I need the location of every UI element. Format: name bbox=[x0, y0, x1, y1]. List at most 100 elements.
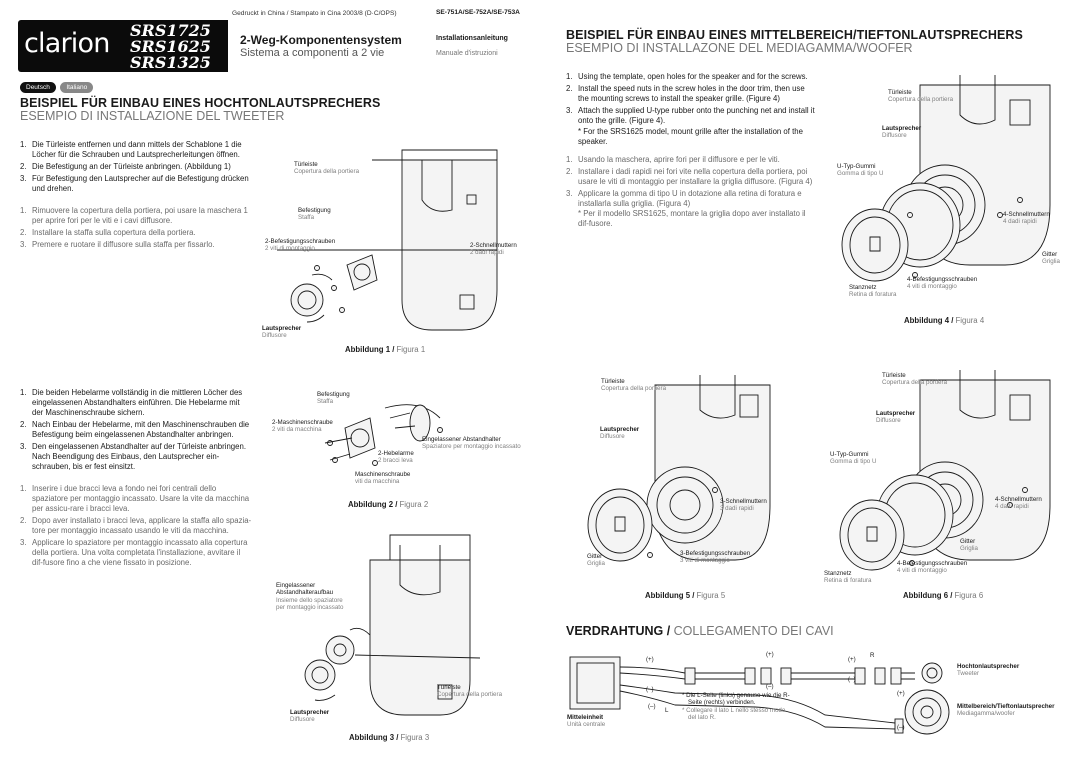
step: 1.Rimuovere la copertura della portiera,… bbox=[20, 206, 248, 225]
lang-tag-de: Deutsch bbox=[20, 82, 56, 93]
figure-6-caption: Abbildung 6 / Figura 6 bbox=[903, 591, 984, 600]
figure-3-drawing bbox=[304, 534, 481, 716]
woofer-steps-it: 1.Usando la maschera, aprire fori per il… bbox=[566, 155, 816, 211]
tweeter-title-de: BEISPIEL FÜR EINBAU EINES HOCHTONLAUTSPR… bbox=[20, 96, 381, 110]
tweeter-steps-it-2: 1.Inserire i due bracci leva a fondo nei… bbox=[20, 484, 252, 570]
model-codes: SE-751A/SE-752A/SE-753A bbox=[436, 9, 520, 16]
step: 2.Nach Einbau der Hebelarme, mit den Mas… bbox=[20, 420, 250, 439]
figure-4-caption: Abbildung 4 / Figura 4 bbox=[904, 316, 985, 325]
step: 3.Für Befestigung den Lautsprecher auf d… bbox=[20, 174, 249, 193]
print-info: Gedruckt in China / Stampato in Cina 200… bbox=[232, 10, 397, 17]
wire-plus-4: (+) bbox=[897, 690, 905, 697]
wiring-title: VERDRAHTUNG / COLLEGAMENTO DEI CAVI bbox=[566, 624, 834, 638]
step: 1.Inserire i due bracci leva a fondo nei… bbox=[20, 484, 250, 513]
step: 2.Dopo aver installato i bracci leva, ap… bbox=[20, 516, 252, 535]
step: 3.Applicare la gomma di tipo U in dotazi… bbox=[566, 189, 802, 208]
model-name-2: SRS1625 bbox=[130, 37, 211, 56]
wiring-note: * Die L-Seite (links) genauso wie die R-… bbox=[682, 692, 790, 722]
figure-1-drawing bbox=[277, 149, 498, 331]
step: 2.Die Befestigung an der Türleiste anbri… bbox=[20, 162, 231, 171]
wire-plus-3: (+) bbox=[848, 656, 856, 663]
woofer-title-it: ESEMPIO DI INSTALLAZONE DEL MEDIAGAMMA/W… bbox=[566, 41, 913, 55]
step: 2.Installare i dadi rapidi nei fori vite… bbox=[566, 167, 813, 186]
step: 3.Attach the supplied U-type rubber onto… bbox=[566, 106, 815, 125]
step: 1.Usando la maschera, aprire fori per il… bbox=[566, 155, 780, 164]
wire-minus-4: (–) bbox=[897, 724, 905, 731]
figure-6-drawing bbox=[839, 370, 1051, 571]
language-tags: Deutsch Italiano bbox=[20, 76, 94, 94]
step: 1.Die beiden Hebelarme vollständig in di… bbox=[20, 388, 243, 417]
tweeter-steps-it: 1.Rimuovere la copertura della portiera,… bbox=[20, 206, 252, 252]
wire-minus-3: (–) bbox=[848, 676, 856, 683]
woofer-note-en: * For the SRS1625 model, mount grille af… bbox=[578, 127, 803, 146]
brand-logo: clarion bbox=[24, 28, 110, 59]
figure-5-drawing bbox=[587, 375, 771, 562]
wire-plus-2: (+) bbox=[766, 651, 774, 658]
woofer-steps-en: 1.Using the template, open holes for the… bbox=[566, 72, 816, 128]
figure-4-drawing bbox=[841, 75, 1051, 282]
wire-minus-2: (–) bbox=[766, 683, 774, 690]
brand-logo-box: clarion bbox=[18, 20, 128, 72]
figure-2-drawing bbox=[324, 404, 443, 466]
step: 1.Using the template, open holes for the… bbox=[566, 72, 808, 81]
manual-de: Installationsanleitung bbox=[436, 35, 508, 42]
wire-minus-1: (–) bbox=[646, 686, 654, 693]
figure-1-caption: Abbildung 1 / Figura 1 bbox=[345, 345, 426, 354]
wire-l: L bbox=[665, 707, 669, 714]
system-title-it: Sistema a componenti a 2 vie bbox=[240, 47, 385, 59]
woofer-title-de: BEISPIEL FÜR EINBAU EINES MITTELBEREICH/… bbox=[566, 28, 1023, 42]
tweeter-title-it: ESEMPIO DI INSTALLAZIONE DEL TWEETER bbox=[20, 109, 285, 123]
figure-5-caption: Abbildung 5 / Figura 5 bbox=[645, 591, 726, 600]
wire-minus-5: (–) bbox=[648, 703, 656, 710]
tweeter-steps-de: 1.Die Türleiste entfernen und dann mitte… bbox=[20, 140, 252, 196]
figure-3-caption: Abbildung 3 / Figura 3 bbox=[349, 733, 430, 742]
figure-2-caption: Abbildung 2 / Figura 2 bbox=[348, 500, 429, 509]
wiring-diagram bbox=[569, 656, 950, 735]
step: 2.Installare la staffa sulla copertura d… bbox=[20, 228, 196, 237]
system-title-de: 2-Weg-Komponentensystem bbox=[240, 33, 402, 47]
step: 1.Die Türleiste entfernen und dann mitte… bbox=[20, 140, 242, 159]
manual-it: Manuale d'istruzioni bbox=[436, 50, 498, 57]
step: 3.Premere e ruotare il diffusore sulla s… bbox=[20, 240, 215, 249]
tweeter-steps-de-2: 1.Die beiden Hebelarme vollständig in di… bbox=[20, 388, 252, 474]
model-names: SRS1725 SRS1625 SRS1325 bbox=[124, 20, 228, 72]
lang-tag-it: Italiano bbox=[60, 82, 94, 93]
step: 3.Applicare lo spaziatore per montaggio … bbox=[20, 538, 248, 567]
wire-r: R bbox=[870, 652, 875, 659]
woofer-note-it: * Per il modello SRS1625, montare la gri… bbox=[578, 209, 806, 228]
model-name-3: SRS1325 bbox=[130, 53, 211, 72]
wire-plus-1: (+) bbox=[646, 656, 654, 663]
